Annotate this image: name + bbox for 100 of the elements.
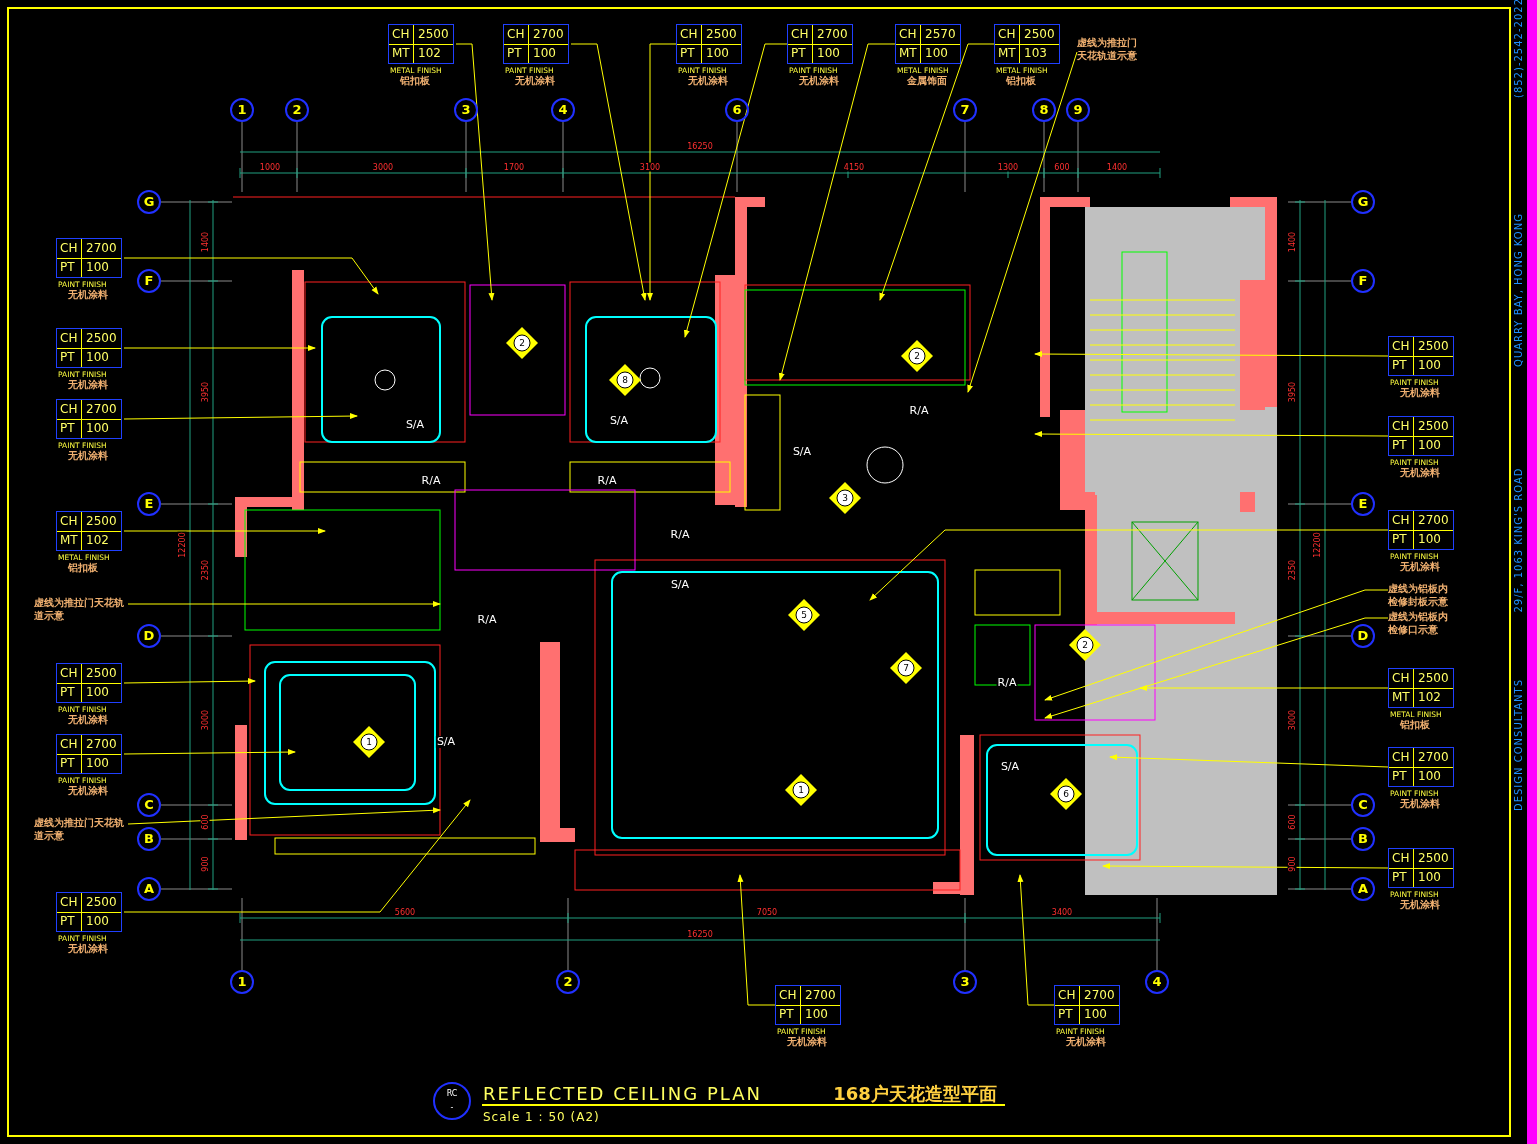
finish-code: CH	[60, 666, 78, 681]
section-marker: 3	[829, 482, 861, 514]
air-grille-label: R/A	[669, 529, 691, 541]
finish-code: CH	[1392, 671, 1410, 686]
grid-bubble: 3	[454, 98, 478, 122]
finish-value: 2700	[1084, 988, 1115, 1003]
finish-value: 2500	[706, 27, 737, 42]
leader-line	[737, 874, 776, 1006]
grid-bubble: D	[1351, 624, 1375, 648]
dimension-text: 3000	[200, 708, 210, 732]
finish-code: CH	[507, 27, 525, 42]
dimension-text: 1400	[200, 230, 210, 254]
finish-code: CH	[899, 27, 917, 42]
grid-bubble: C	[137, 793, 161, 817]
material-label: 铝扣板	[400, 75, 430, 87]
finish-code: CH	[392, 27, 410, 42]
material-label: 无机涂料	[1400, 798, 1440, 810]
dimension-text: 3100	[638, 162, 662, 172]
finish-value: 2500	[1418, 419, 1449, 434]
finish-value: 2700	[86, 241, 117, 256]
finish-value: 100	[86, 421, 109, 436]
leader-line	[647, 43, 677, 301]
leader-line	[869, 529, 1389, 601]
section-marker: 8	[609, 364, 641, 396]
dimension-text: 1400	[1105, 162, 1129, 172]
finish-code: MT	[899, 46, 917, 61]
address-text: DESIGN CONSULTANTS	[1513, 679, 1525, 811]
finish-code: CH	[60, 241, 78, 256]
finish-value: 2700	[1418, 513, 1449, 528]
leader-line	[570, 43, 647, 301]
dimension-text: 2350	[1287, 558, 1297, 582]
finish-code: CH	[998, 27, 1016, 42]
finish-value: 2500	[86, 331, 117, 346]
grid-bubble: 1	[230, 98, 254, 122]
title-bubble	[433, 1082, 471, 1120]
finish-value: 2500	[1418, 851, 1449, 866]
scale-text: Scale 1 : 50 (A2)	[483, 1110, 600, 1124]
finish-value: 100	[86, 685, 109, 700]
leader-line	[1139, 685, 1389, 691]
finish-code: PT	[60, 260, 75, 275]
leader-line	[123, 257, 379, 295]
dimension-text: 4150	[842, 162, 866, 172]
finish-value: 2700	[86, 737, 117, 752]
leader-line	[127, 601, 441, 607]
dimension-text: 900	[1287, 855, 1297, 873]
material-label: 无机涂料	[1400, 899, 1440, 911]
address-text: QUARRY BAY, HONG KONG	[1513, 213, 1525, 367]
dimension-text: 900	[200, 855, 210, 873]
leader-line	[123, 799, 471, 913]
finish-code: CH	[1392, 339, 1410, 354]
finish-value: 2700	[1418, 750, 1449, 765]
finish-code: PT	[1392, 532, 1407, 547]
finish-value: 100	[533, 46, 556, 61]
material-label: 无机涂料	[1400, 387, 1440, 399]
section-marker: 2	[1069, 629, 1101, 661]
note-text: 虚线为铝板内检修封板示意	[1388, 582, 1452, 608]
grid-bubble: 9	[1066, 98, 1090, 122]
leader-line	[1044, 589, 1389, 701]
finish-value: 100	[817, 46, 840, 61]
finish-code: MT	[392, 46, 410, 61]
finish-code: CH	[60, 737, 78, 752]
dimension-text: 12200	[1312, 531, 1322, 559]
section-marker: 1	[353, 726, 385, 758]
finish-code: PT	[1392, 438, 1407, 453]
finish-value: 2500	[86, 666, 117, 681]
finish-value: 2500	[1024, 27, 1055, 42]
finish-value: 100	[925, 46, 948, 61]
grid-bubble: G	[1351, 190, 1375, 214]
chinese-title: 168户天花造型平面	[833, 1084, 997, 1104]
finish-code: PT	[680, 46, 695, 61]
material-label: 无机涂料	[1400, 561, 1440, 573]
grid-bubble: 6	[725, 98, 749, 122]
leader-line	[1109, 754, 1389, 768]
finish-code: PT	[60, 350, 75, 365]
section-marker: 6	[1050, 778, 1082, 810]
finish-value: 100	[1418, 870, 1441, 885]
finish-value: 2570	[925, 27, 956, 42]
finish-value: 2500	[418, 27, 449, 42]
finish-value: 2700	[817, 27, 848, 42]
dimension-text: 600	[200, 813, 210, 831]
finish-code: CH	[779, 988, 797, 1003]
finish-code: PT	[1392, 358, 1407, 373]
finish-value: 102	[86, 533, 109, 548]
material-label: 无机涂料	[68, 943, 108, 955]
grid-bubble: E	[137, 492, 161, 516]
grid-bubble: F	[137, 269, 161, 293]
finish-value: 100	[86, 260, 109, 275]
finish-value: 100	[1418, 438, 1441, 453]
finish-code: CH	[791, 27, 809, 42]
air-grille-label: R/A	[476, 614, 498, 626]
dimension-text: 3950	[200, 380, 210, 404]
finish-value: 100	[706, 46, 729, 61]
section-marker: 7	[890, 652, 922, 684]
dimension-text: 5600	[393, 907, 417, 917]
grid-bubble: G	[137, 190, 161, 214]
leader-line	[778, 43, 896, 381]
finish-code: CH	[680, 27, 698, 42]
dimension-text: 1400	[1287, 230, 1297, 254]
dimension-text: 7050	[755, 907, 779, 917]
finish-value: 102	[418, 46, 441, 61]
